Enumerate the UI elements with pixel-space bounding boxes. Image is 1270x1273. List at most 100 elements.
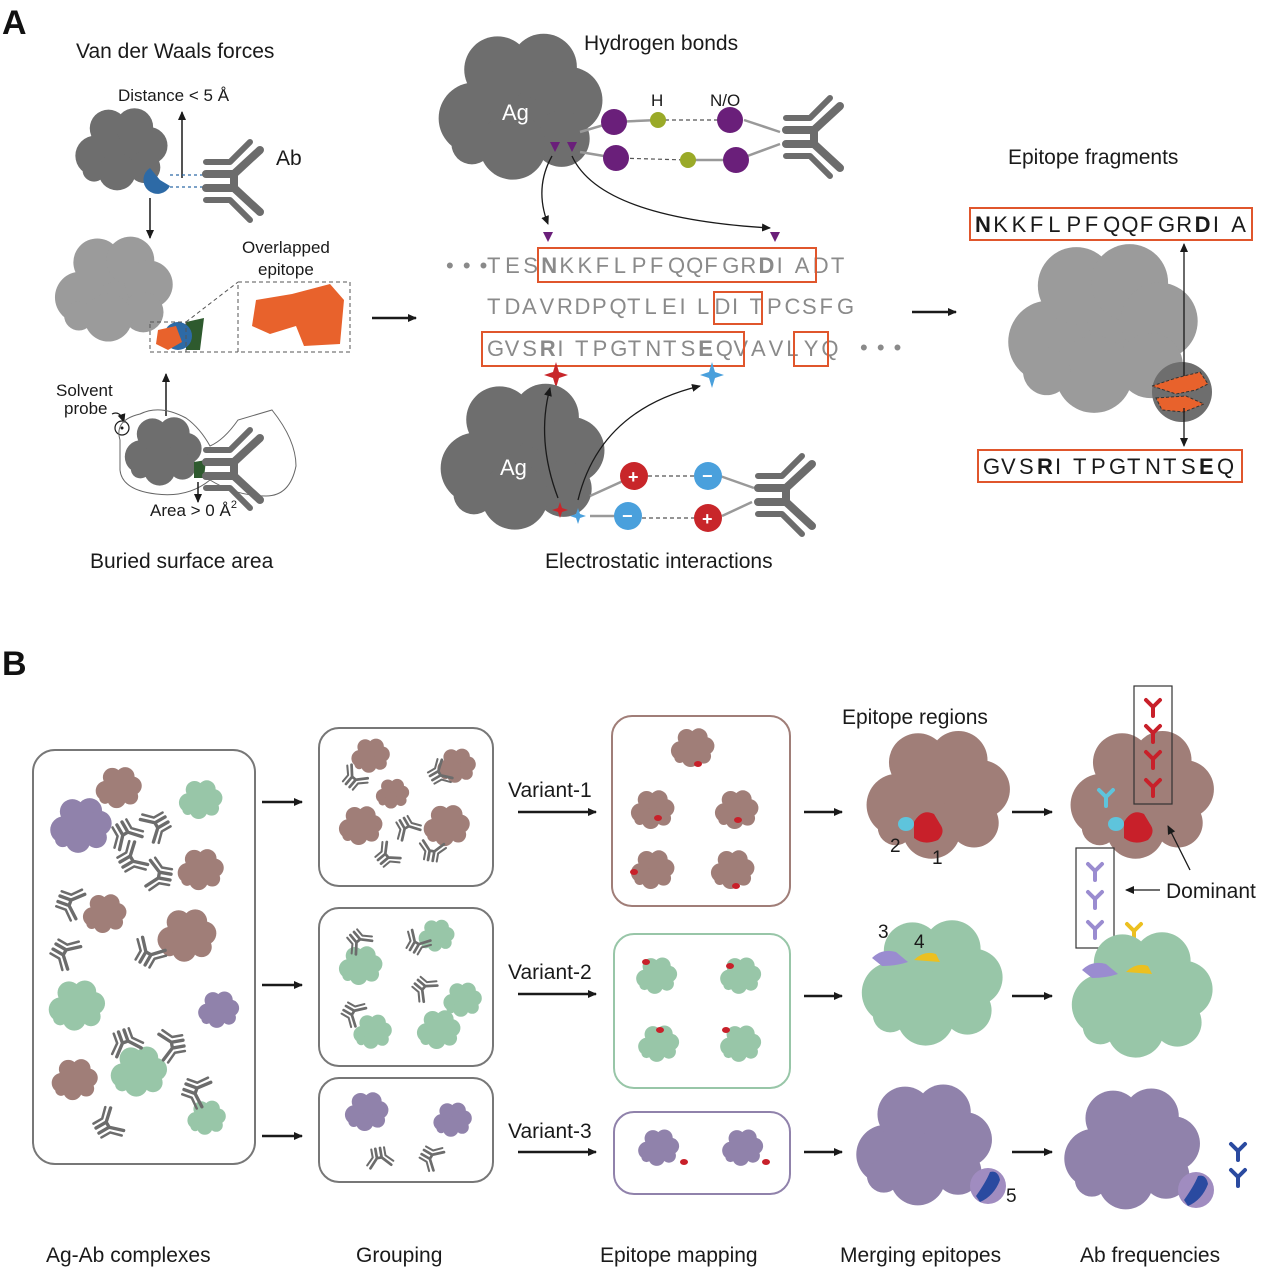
lavender-ab-1: [1086, 862, 1104, 882]
hbond-atom-h-2: [680, 152, 696, 168]
seq2-char: D: [505, 294, 522, 319]
hbond-antibody: [786, 98, 840, 176]
frag1-char: Q: [1121, 212, 1140, 237]
solvent-probe-dot: [120, 426, 124, 430]
variant-2-label: Variant-2: [508, 961, 592, 984]
seq3-char: E: [698, 336, 714, 361]
vdw-antibody: [206, 142, 260, 220]
bsa-antigen: [54, 236, 173, 342]
group-box-1: [318, 727, 494, 887]
seq1-char: I: [777, 253, 785, 278]
map1-epi-4: [630, 869, 638, 875]
electro-link-4: [721, 500, 753, 518]
group1-ab-3: [389, 811, 424, 844]
freq-region-1: [1124, 812, 1153, 843]
label-merging-epitopes: Merging epitopes: [840, 1244, 1001, 1267]
hbond-triangle-1: [550, 142, 560, 152]
freq-region-4: [1126, 964, 1152, 974]
seq1-char: F: [650, 253, 665, 278]
solvent-arrow: [111, 412, 126, 423]
seq3-char: V: [733, 336, 749, 361]
map1-epi-1: [694, 761, 702, 767]
group3-ag-1: [344, 1092, 389, 1132]
frag2-char: T: [1127, 454, 1142, 479]
seq3-char: A: [751, 336, 767, 361]
map3-ag-2: [722, 1129, 764, 1166]
region-num-3: 3: [878, 922, 889, 943]
region-num-5: 5: [1006, 1186, 1017, 1207]
map1-ag-1: [670, 728, 715, 768]
seq3-char: G: [487, 336, 506, 361]
seq-star-e: [700, 362, 724, 388]
hbond-dash-2: [615, 157, 689, 161]
fragments-patch-1: [1150, 371, 1209, 395]
seq3-char: Y: [804, 336, 820, 361]
electro-link-3: [719, 474, 755, 490]
seq3-char: V: [505, 336, 521, 361]
electro-arrow-2: [577, 383, 701, 501]
seq3-char: S: [681, 336, 697, 361]
group1-ag-1: [351, 738, 390, 773]
region-4-patch: [914, 952, 940, 962]
electro-star-r: [552, 502, 568, 518]
map3-epi-1: [680, 1159, 688, 1165]
region-num-2: 2: [890, 836, 901, 857]
map2-epi-1: [642, 959, 650, 965]
frag2-char: P: [1091, 454, 1107, 479]
seq3-char: Q: [821, 336, 840, 361]
panel-b-letter: B: [2, 645, 27, 683]
seq1-char: F: [596, 253, 611, 278]
electro-positive-2: [694, 504, 722, 532]
frag2-char: T: [1163, 454, 1178, 479]
frag2-char: I: [1055, 454, 1063, 479]
dominant-box-red: [1133, 685, 1173, 805]
freq-ag-2: [1071, 932, 1213, 1058]
plus-sign-1: +: [628, 467, 639, 487]
electro-negative-1: [694, 462, 722, 490]
map3-epi-2: [762, 1159, 770, 1165]
hbond-title: Hydrogen bonds: [584, 32, 738, 55]
dominant-box-lavender: [1075, 847, 1115, 949]
group3-antibodies: [363, 1139, 447, 1175]
solvent-label-1: Solvent: [56, 381, 113, 400]
seq2-char: C: [785, 294, 802, 319]
seq3-char: T: [663, 336, 678, 361]
seq1-char: F: [704, 253, 719, 278]
dominant-arrow-up: [1167, 825, 1191, 871]
seq3-char: V: [769, 336, 785, 361]
seq2-char: A: [522, 294, 538, 319]
map2-ag-2: [720, 957, 762, 994]
region-3-patch: [872, 950, 908, 966]
seq3-char: T: [575, 336, 590, 361]
hbond-atom-no-2: [717, 107, 743, 133]
overlapped-epitope-shape: [252, 284, 344, 346]
bsa-orange-patch: [156, 326, 182, 350]
map2-epi-2: [726, 963, 734, 969]
map3-ag-1: [638, 1129, 680, 1166]
seq3-char: P: [593, 336, 609, 361]
seq1-char: E: [505, 253, 521, 278]
fragments-patch-2: [1155, 395, 1206, 413]
mapping-box-2: [613, 933, 791, 1089]
seq2-char: G: [837, 294, 856, 319]
group-box-3: [318, 1077, 494, 1183]
epitope-regions-title: Epitope regions: [842, 706, 988, 729]
hbond-atom-h-1: [650, 112, 666, 128]
freq-lavender-abs: [1086, 862, 1104, 940]
frag1-char: F: [1085, 212, 1100, 237]
seq2-char: D: [715, 294, 732, 319]
map2-epi-4: [722, 1027, 730, 1033]
group-2-contents: [336, 919, 482, 1050]
region-1-patch: [914, 812, 943, 843]
group2-ag-5: [416, 1010, 461, 1050]
seq3-char: Q: [716, 336, 735, 361]
seq3-char: T: [628, 336, 643, 361]
dominant-label: Dominant: [1166, 880, 1256, 903]
complex-ag-8: [198, 991, 240, 1028]
seq-star-r: [544, 362, 568, 388]
seq2-char: I: [732, 294, 740, 319]
seq-box-2: [713, 291, 763, 325]
seq-box-1: [537, 247, 817, 283]
